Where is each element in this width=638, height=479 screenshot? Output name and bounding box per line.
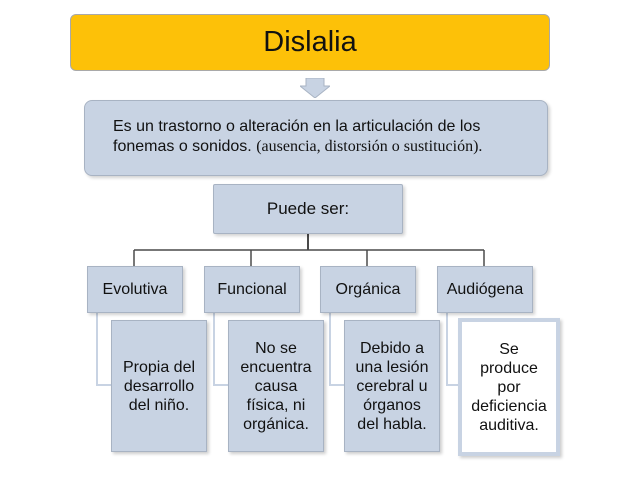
description-organica: Debido a una lesión cerebral u órganos d… bbox=[344, 320, 440, 452]
category-evolutiva: Evolutiva bbox=[87, 266, 183, 313]
description-line: cerebral u bbox=[356, 377, 428, 395]
description-line: Debido a bbox=[359, 339, 425, 357]
definition-parenthetical: (ausencia, distorsión o sustitución). bbox=[256, 138, 483, 155]
definition-line-1: Es un trastorno o alteración en la artic… bbox=[113, 118, 481, 135]
description-line: produce bbox=[480, 359, 538, 377]
down-arrow-icon bbox=[300, 78, 330, 98]
description-line: Propia del bbox=[122, 358, 196, 376]
branch-3 bbox=[329, 313, 344, 386]
branch-1 bbox=[96, 313, 111, 386]
category-organica: Orgánica bbox=[320, 266, 416, 313]
description-audiogena: Se produce por deficiencia auditiva. bbox=[458, 318, 560, 456]
definition-line-2: fonemas o sonidos. bbox=[113, 138, 252, 155]
category-audiogena: Audiógena bbox=[437, 266, 533, 313]
description-line: Se bbox=[499, 340, 519, 358]
description-line: órganos bbox=[363, 396, 421, 414]
description-line: encuentra bbox=[240, 358, 312, 376]
diagram-title: Dislalia bbox=[70, 14, 550, 71]
category-funcional: Funcional bbox=[204, 266, 300, 313]
description-funcional: No se encuentra causa física, ni orgánic… bbox=[228, 320, 324, 452]
description-line: una lesión bbox=[355, 358, 429, 376]
branch-2 bbox=[213, 313, 228, 386]
description-evolutiva: Propia del desarrollo del niño. bbox=[111, 320, 207, 452]
description-line: No se bbox=[255, 339, 297, 357]
description-line: causa bbox=[254, 377, 298, 395]
description-line: del niño. bbox=[128, 396, 190, 414]
definition-box: Es un trastorno o alteración en la artic… bbox=[84, 100, 548, 176]
description-line: por bbox=[497, 378, 521, 396]
description-line: desarrollo bbox=[123, 377, 195, 395]
description-line: deficiencia bbox=[471, 397, 547, 415]
description-line: orgánica. bbox=[243, 415, 309, 433]
branch-4 bbox=[446, 313, 461, 386]
description-line: del habla. bbox=[357, 415, 427, 433]
description-line: física, ni bbox=[246, 396, 306, 414]
puede-ser-box: Puede ser: bbox=[213, 184, 403, 234]
description-line: auditiva. bbox=[479, 416, 539, 434]
